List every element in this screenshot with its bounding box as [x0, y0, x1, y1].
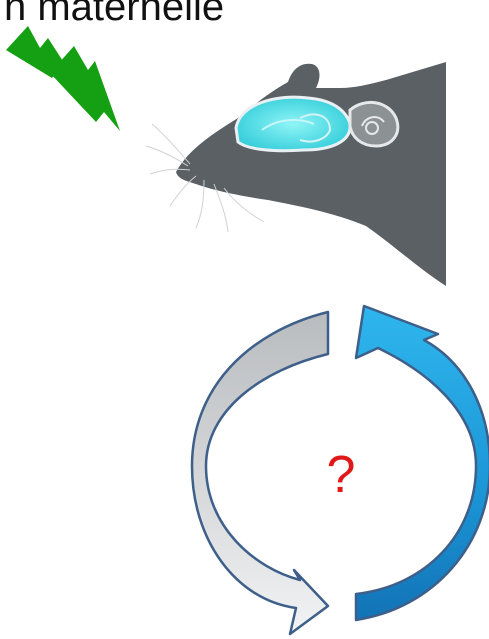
rat-head-brain-icon — [146, 62, 446, 286]
question-mark-label: ? — [327, 446, 356, 504]
rat-silhouette — [176, 62, 446, 286]
brain-outline — [236, 97, 398, 151]
cycle-right-arrow — [356, 306, 489, 620]
cycle-left-arrow — [192, 312, 328, 634]
lightning-bolt-icon — [6, 26, 120, 131]
